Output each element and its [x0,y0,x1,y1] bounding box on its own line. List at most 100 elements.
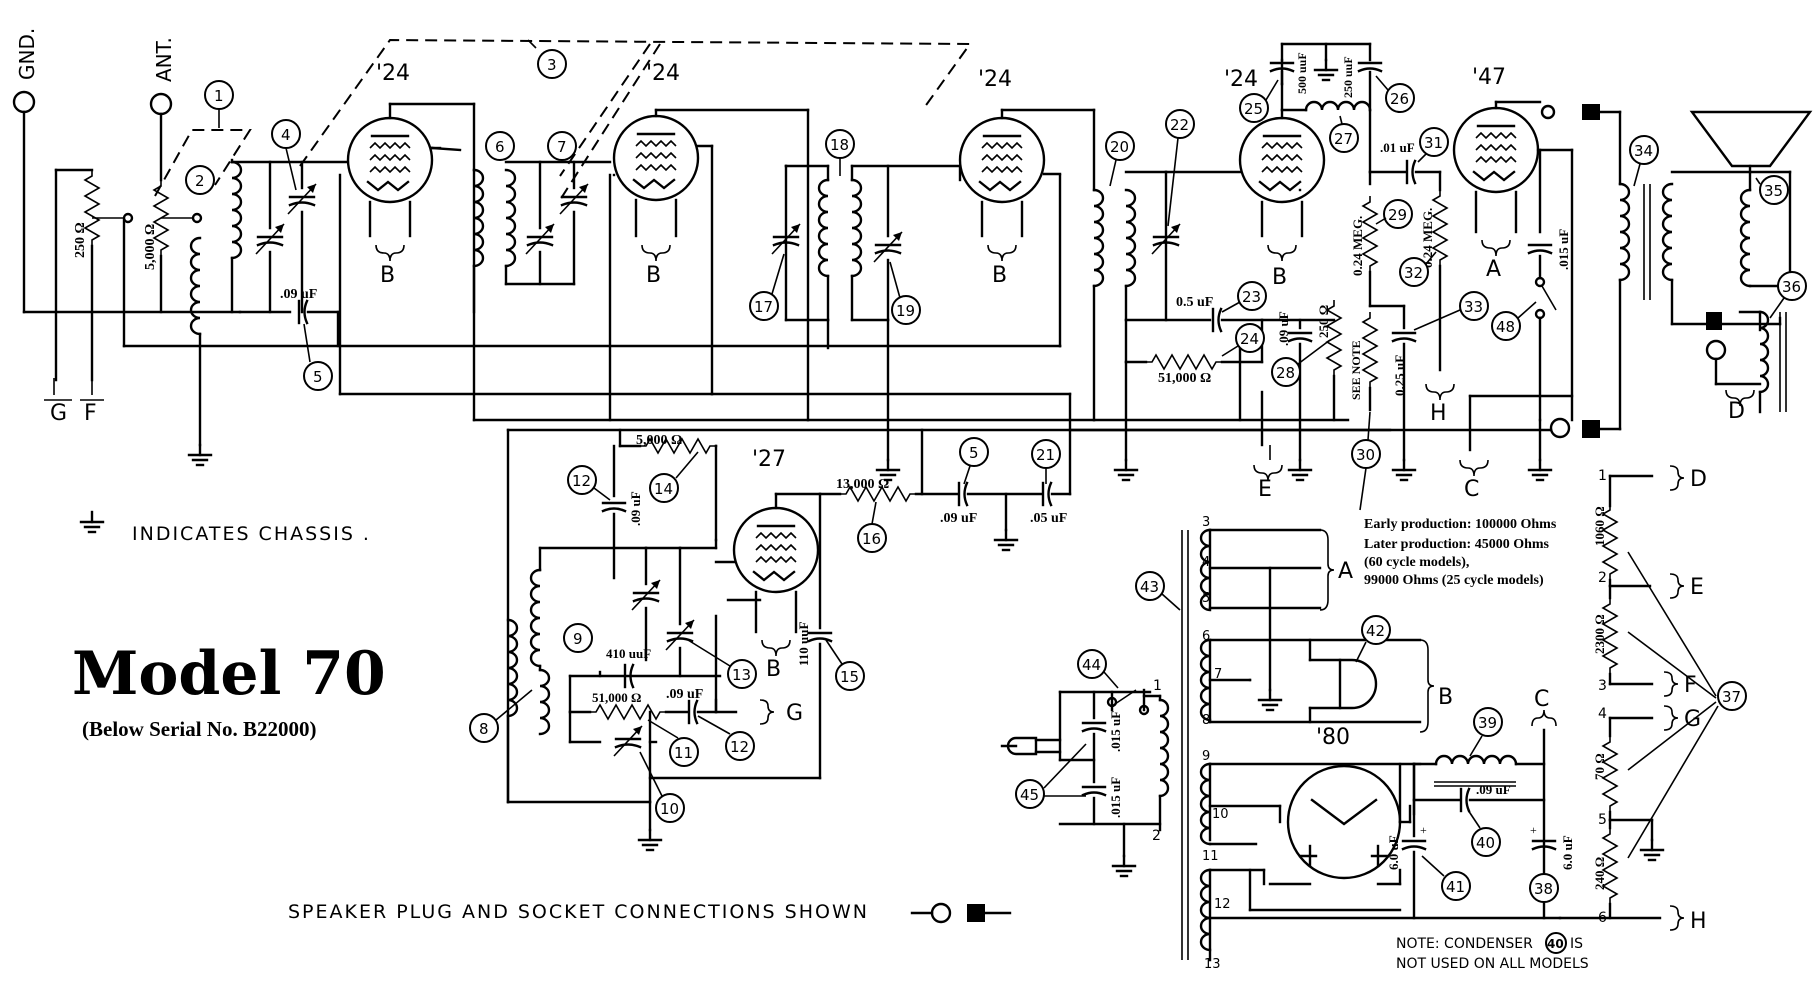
tube-1-type: '24 [376,61,410,86]
audio-output-stage: .01 uF 0.24 MEG. SEE NOTE 0.25 uF 0.24 M… [1068,65,1622,502]
svg-text:Early production: 100000 Ohms: Early production: 100000 Ohms [1364,517,1557,532]
svg-text:36: 36 [1782,278,1801,296]
tube-4-group: B [1272,265,1287,290]
callout-48: 48 [1491,301,1537,341]
callout-3: 3 [537,49,567,79]
callout-1: 1 [204,80,234,128]
svg-text:17: 17 [754,298,773,316]
svg-text:10: 10 [660,800,679,818]
gang-line-3 [299,38,972,167]
svg-text:23: 23 [1242,288,1261,306]
c05-21-value: .05 uF [1030,511,1067,526]
callout-18: 18 [825,129,855,176]
svg-text:38: 38 [1534,880,1553,898]
letter-e-vd: E [1690,575,1704,600]
svg-text:45: 45 [1020,786,1039,804]
second-detector-stage: 0.5 uF 51,000 Ω '24 B 500 uuF 250 uuF [1058,42,1383,502]
c09-12-value: .09 uF [628,491,643,526]
callout-41: 41 [1421,855,1471,901]
svg-text:6: 6 [495,138,505,156]
r51000-24-value: 51,000 Ω [1158,371,1211,386]
r5000-14-value: 5,000 Ω [636,433,682,448]
gnd-terminal-label: GND. [15,28,39,80]
callout-42: 42 [1355,615,1391,663]
ant-terminal-label: ANT. [152,37,176,82]
letter-h: H [1430,401,1447,426]
callouts: 1 2 3 4 5 6 7 8 9 10 11 12 12 13 14 15 1… [185,49,1807,903]
socket-icon [930,902,952,924]
callout-38: 38 [1529,856,1559,903]
r2300-value: 2300 Ω [1592,614,1607,654]
svg-text:27: 27 [1334,130,1353,148]
callout-29: 29 [1375,199,1413,229]
svg-text:4: 4 [281,126,291,144]
chassis-legend-text: INDICATES CHASSIS . [132,523,371,545]
svg-text:5: 5 [1202,591,1210,606]
callout-30: 30 [1351,411,1381,469]
c015a-value: .015 uF [1108,711,1123,752]
svg-text:33: 33 [1464,298,1483,316]
svg-text:NOTE: CONDENSER: NOTE: CONDENSER [1396,936,1533,952]
svg-text:1: 1 [1153,678,1162,694]
callout-35: 35 [1755,175,1789,205]
r250-value: 250 Ω [73,222,88,258]
speaker-socket-bottom [1549,417,1571,439]
callout-21: 21 [1031,439,1061,484]
letter-c-ps: C [1534,687,1549,712]
svg-text:8: 8 [479,720,489,738]
rf-stage-1: .09 uF '24 B [122,61,1062,422]
svg-text:+: + [1530,823,1537,837]
c09-40-value: .09 uF [1476,782,1511,797]
svg-text:+: + [1420,823,1427,837]
svg-text:3: 3 [547,56,557,74]
svg-text:30: 30 [1356,446,1375,464]
svg-text:IS: IS [1570,936,1583,952]
svg-text:3: 3 [1598,678,1607,694]
see-note-label: SEE NOTE [1349,340,1363,400]
note-30: Early production: 100000 Ohms Later prod… [1359,467,1557,588]
svg-text:16: 16 [862,530,881,548]
callout-6: 6 [485,131,515,161]
detector-stage: '24 B [958,67,1137,422]
svg-text:42: 42 [1366,622,1385,640]
callout-34: 34 [1629,135,1659,187]
callout-5b: 5 [959,437,989,485]
callout-25: 25 [1239,79,1279,123]
callout-16: 16 [857,501,887,553]
svg-text:48: 48 [1496,318,1515,336]
svg-text:15: 15 [840,668,859,686]
c01-value: .01 uF [1380,140,1415,155]
callout-11: 11 [647,719,699,767]
gnd-terminal [12,90,36,114]
letter-e: E [1258,477,1272,502]
svg-text:12: 12 [730,738,749,756]
svg-text:2: 2 [1598,570,1607,586]
callout-14: 14 [649,451,699,503]
transformer-pins: 3 4 5 6 7 8 9 10 11 12 13 [1202,515,1231,972]
svg-text:8: 8 [1202,713,1210,728]
svg-text:1: 1 [1598,468,1607,484]
letter-a-ps: A [1338,559,1353,584]
svg-text:28: 28 [1276,364,1295,382]
svg-text:31: 31 [1424,134,1443,152]
svg-text:24: 24 [1240,330,1259,348]
callout-27: 27 [1329,115,1359,153]
plug-icon [967,904,985,922]
antenna-input-section: GND. ANT. 250 Ω 5,000 Ω G F [12,28,252,467]
svg-text:2: 2 [195,172,205,190]
letter-f-vd: F [1684,673,1697,698]
letter-b-ps: B [1438,685,1453,710]
svg-text:18: 18 [830,136,849,154]
c410-value: 410 uuF [606,646,651,661]
callout-45: 45 [1015,743,1087,809]
callout-40: 40 [1467,809,1501,857]
callout-5a: 5 [303,323,333,391]
svg-text:43: 43 [1140,578,1159,596]
c09-5-value: .09 uF [280,287,317,302]
callout-20: 20 [1105,131,1135,187]
r51000-11-value: 51,000 Ω [592,690,641,705]
c015b-value: .015 uF [1108,777,1123,818]
speaker-plug-legend-text: SPEAKER PLUG AND SOCKET CONNECTIONS SHOW… [288,901,869,923]
svg-text:32: 32 [1404,264,1423,282]
tube-7-type: '80 [1316,725,1350,750]
